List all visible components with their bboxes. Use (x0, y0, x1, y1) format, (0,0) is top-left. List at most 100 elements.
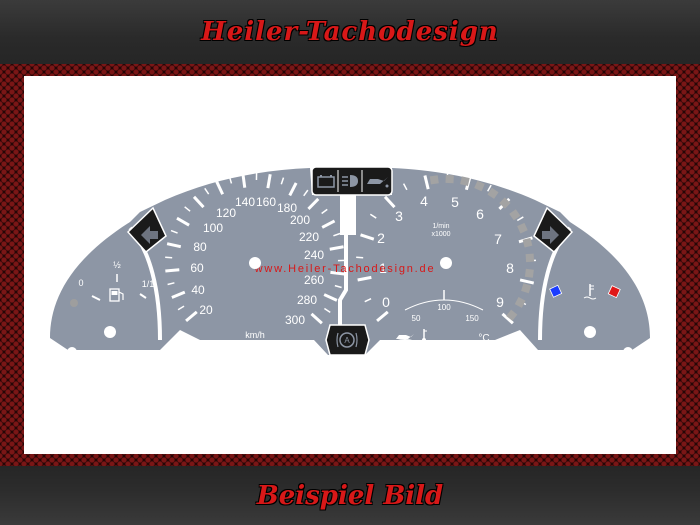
speed-label-120: 120 (216, 206, 236, 220)
brand-title: Heiler-Tachodesign (201, 17, 499, 47)
redline-block (460, 176, 470, 186)
speed-label-160: 160 (256, 195, 276, 209)
redline-block (474, 180, 485, 192)
tach-label-8: 8 (506, 260, 514, 276)
redline-block (521, 283, 532, 294)
fuel-needle-pivot (104, 326, 116, 338)
tach-tick (383, 195, 396, 209)
center-separator (338, 230, 348, 330)
speed-label-100: 100 (203, 221, 223, 235)
header-bar: Heiler-Tachodesign (0, 0, 700, 64)
footer-bar: Beispiel Bild (0, 466, 700, 525)
speed-label-140: 140 (235, 195, 255, 209)
tach-tick (519, 278, 535, 285)
speed-label-300: 300 (285, 313, 305, 327)
oiltemp-label-50: 50 (412, 314, 421, 323)
speed-tick (192, 195, 205, 209)
coolant-icon (583, 284, 597, 300)
speed-label-20: 20 (199, 303, 213, 317)
speed-tick (333, 232, 341, 237)
redline-block (509, 209, 521, 221)
tach-tick (364, 297, 372, 303)
speedometer-ticks (165, 173, 345, 325)
speed-tick (167, 282, 175, 286)
redline-block (429, 175, 439, 185)
speed-needle-pivot (249, 257, 261, 269)
oiltemp-unit: °C (478, 333, 489, 344)
speed-tick (215, 180, 224, 195)
fuel-label-0: 0 (78, 278, 83, 288)
fuel-pump-icon (109, 288, 124, 302)
speed-label-200: 200 (290, 213, 310, 227)
speed-tick (303, 189, 309, 197)
tach-tick (369, 213, 377, 219)
speed-tick (321, 219, 336, 229)
tach-label-1: 1 (379, 260, 387, 276)
tach-unit-line2: x1000 (431, 231, 450, 238)
redline-block (506, 309, 518, 321)
trip-reset-knob-right (623, 347, 633, 357)
speed-tick (204, 187, 210, 195)
speed-tick (280, 177, 285, 185)
speed-tick (330, 270, 345, 276)
tach-label-6: 6 (476, 206, 484, 222)
turn-right-arrow-icon (533, 206, 574, 254)
speed-tick (321, 208, 328, 215)
speed-label-240: 240 (304, 248, 324, 262)
speed-label-180: 180 (277, 201, 297, 215)
speed-tick (323, 293, 338, 302)
dial-face (50, 168, 650, 355)
tach-label-9: 9 (496, 294, 504, 310)
oiltemp-label-100: 100 (437, 303, 451, 312)
redline-block (522, 237, 533, 248)
speed-tick (241, 173, 247, 188)
coolant-cold-indicator (549, 284, 563, 298)
tach-tick (423, 175, 430, 190)
speed-label-40: 40 (191, 283, 205, 297)
speed-tick (288, 182, 298, 197)
tach-tick (516, 216, 524, 222)
redline-block (487, 187, 499, 199)
speed-label-220: 220 (299, 230, 319, 244)
speed-unit: km/h (245, 330, 265, 340)
redline-block (445, 174, 454, 184)
speed-tick (310, 312, 323, 325)
turn-left-arrow-icon (126, 206, 167, 254)
speed-tick (307, 197, 320, 211)
redline-block (514, 297, 526, 308)
tach-tick (501, 312, 514, 325)
tach-label-2: 2 (377, 230, 385, 246)
tach-label-4: 4 (420, 193, 428, 209)
speed-label-280: 280 (297, 293, 317, 307)
speed-tick (185, 310, 198, 322)
speed-tick (165, 268, 180, 273)
tach-label-3: 3 (395, 208, 403, 224)
redline-block (525, 253, 535, 263)
abs-icon: A (325, 324, 370, 356)
speed-label-260: 260 (304, 273, 324, 287)
tach-label-5: 5 (451, 194, 459, 210)
trip-reset-knob-left (67, 347, 77, 357)
speed-tick (176, 216, 190, 227)
speed-tick (177, 305, 185, 311)
battery-icon (317, 175, 335, 188)
footer-caption: Beispiel Bild (256, 480, 444, 511)
fuel-label-full: 1/1 (142, 279, 155, 289)
tach-tick (360, 233, 375, 241)
svg-text:A: A (344, 336, 350, 345)
speed-tick (266, 174, 272, 189)
speed-tick (170, 229, 178, 234)
redline-block (517, 222, 528, 234)
oil-can-icon (367, 177, 389, 188)
tach-tick (376, 310, 389, 322)
speed-tick (329, 245, 344, 251)
speed-tick (334, 284, 342, 289)
redline-block (499, 197, 511, 209)
high-beam-icon (342, 175, 358, 187)
speed-label-80: 80 (193, 240, 207, 254)
tach-label-7: 7 (494, 231, 502, 247)
temp-needle-pivot (584, 326, 596, 338)
thermometer-icon (422, 329, 427, 342)
watermark-text: www.Heiler-Tachodesign.de (254, 263, 436, 275)
